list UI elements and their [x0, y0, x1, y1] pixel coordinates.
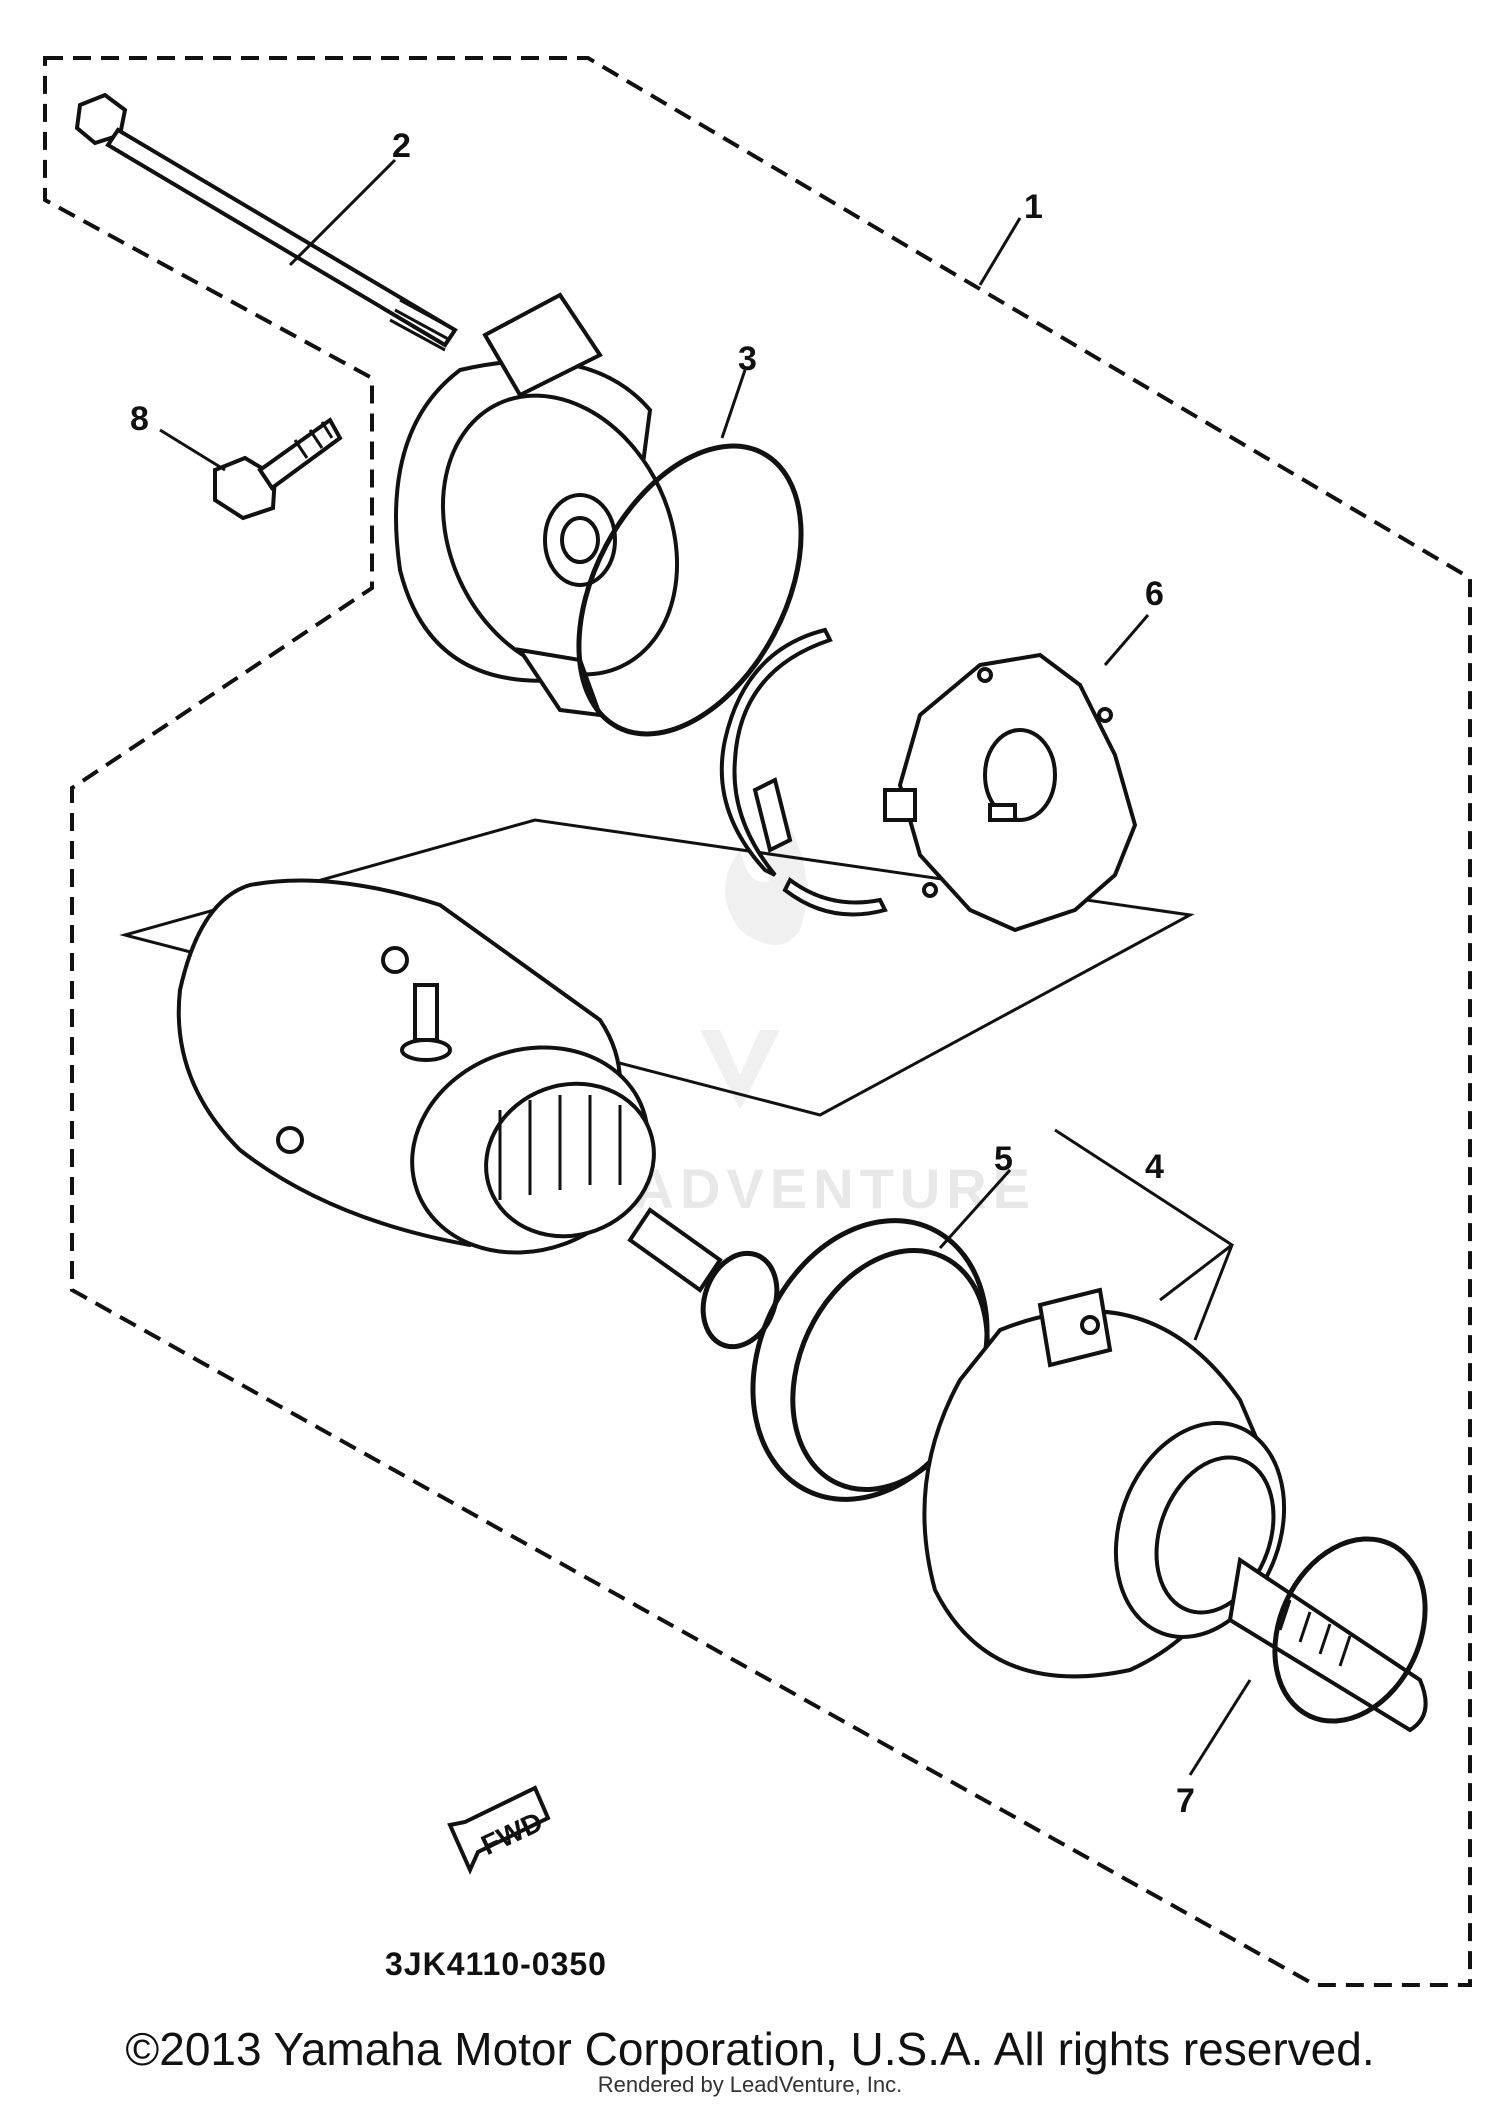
o-ring-large [576, 443, 804, 737]
rendered-by-notice: Rendered by LeadVenture, Inc. [597, 2072, 903, 2097]
copyright-notice: ©2013 Yamaha Motor Corporation, U.S.A. A… [125, 2023, 1375, 2075]
diagram-code: 3JK4110-0350 [385, 1946, 607, 1982]
rear-cover [922, 1287, 1428, 1733]
front-cover [394, 292, 680, 718]
through-bolt [74, 92, 458, 352]
leader-lines [159, 158, 1252, 1776]
o-ring-shaft [1272, 1536, 1428, 1724]
callout-5: 5 [994, 1140, 1013, 1178]
assembly-outline [43, 56, 1472, 1987]
mounting-bolt [213, 417, 343, 521]
yoke [176, 878, 723, 1293]
brush-plate [883, 652, 1138, 933]
callout-8: 8 [130, 400, 149, 438]
callout-6: 6 [1145, 575, 1164, 613]
callout-2: 2 [392, 127, 411, 165]
callout-3: 3 [738, 340, 757, 378]
fwd-arrow-icon: FWD [447, 1785, 551, 1875]
callout-7: 7 [1176, 1782, 1195, 1820]
callout-4: 4 [1145, 1148, 1164, 1186]
brush-holder [719, 627, 888, 917]
callout-1: 1 [1024, 188, 1043, 226]
